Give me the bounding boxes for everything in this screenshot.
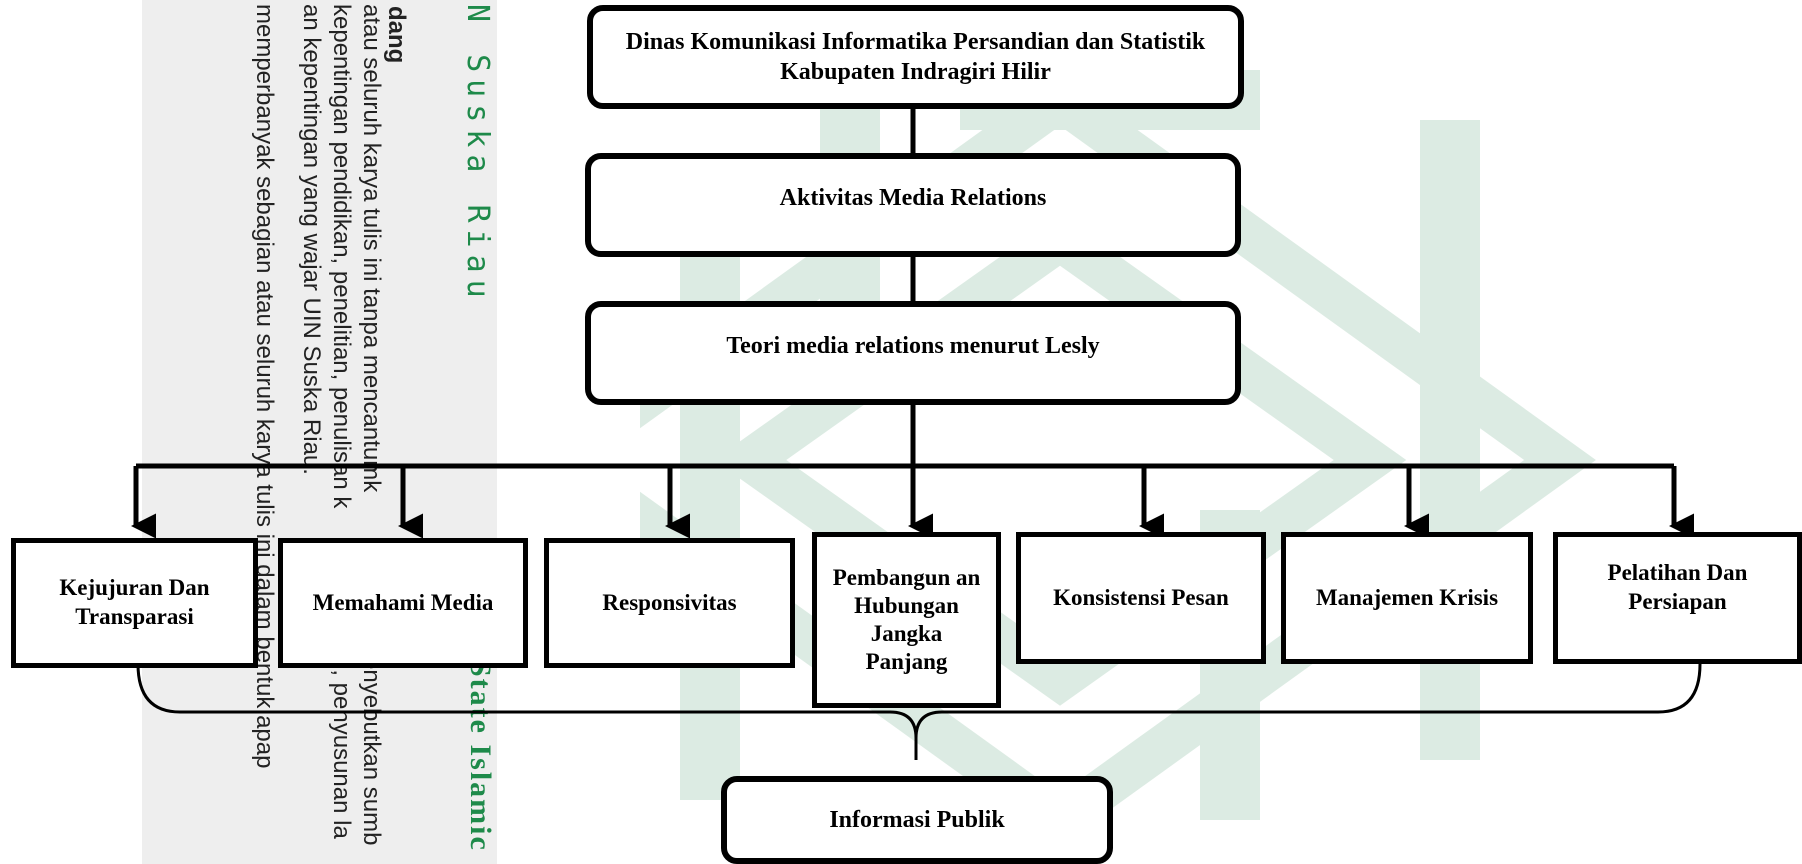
output-box-label: Informasi Publik	[829, 807, 1005, 833]
branch-box-memahami-media: Memahami Media	[278, 538, 528, 668]
branch-box-responsivitas: Responsivitas	[544, 538, 795, 668]
branch-box-label: Pelatihan Dan Persiapan	[1607, 560, 1748, 614]
branch-box-pembangunan: Pembangun an Hubungan Jangka Panjang	[812, 532, 1001, 708]
branch-box-pelatihan: Pelatihan Dan Persiapan	[1553, 532, 1802, 664]
activity-box: Aktivitas Media Relations	[585, 153, 1241, 257]
org-box-dinas: Dinas Komunikasi Informatika Persandian …	[587, 5, 1244, 109]
branch-box-label: Responsivitas	[602, 589, 737, 615]
org-box-dinas-label: Dinas Komunikasi Informatika Persandian …	[625, 29, 1206, 85]
branch-box-label: Memahami Media	[312, 589, 494, 615]
branch-box-manajemen-krisis: Manajemen Krisis	[1281, 532, 1533, 664]
theory-box: Teori media relations menurut Lesly	[585, 301, 1241, 405]
theory-box-label: Teori media relations menurut Lesly	[726, 333, 1100, 359]
branch-box-label: Pembangun an Hubungan Jangka Panjang	[832, 564, 981, 675]
output-box-informasi-publik: Informasi Publik	[721, 776, 1113, 864]
branch-box-konsistensi: Konsistensi Pesan	[1016, 532, 1266, 664]
background-page-strip	[142, 0, 497, 864]
activity-box-label: Aktivitas Media Relations	[779, 185, 1047, 211]
branch-box-label: Konsistensi Pesan	[1053, 584, 1229, 610]
branch-box-kejujuran: Kejujuran Dan Transparasi	[11, 538, 258, 668]
branch-box-label: Manajemen Krisis	[1315, 584, 1499, 610]
branch-box-label: Kejujuran Dan Transparasi	[59, 575, 210, 629]
